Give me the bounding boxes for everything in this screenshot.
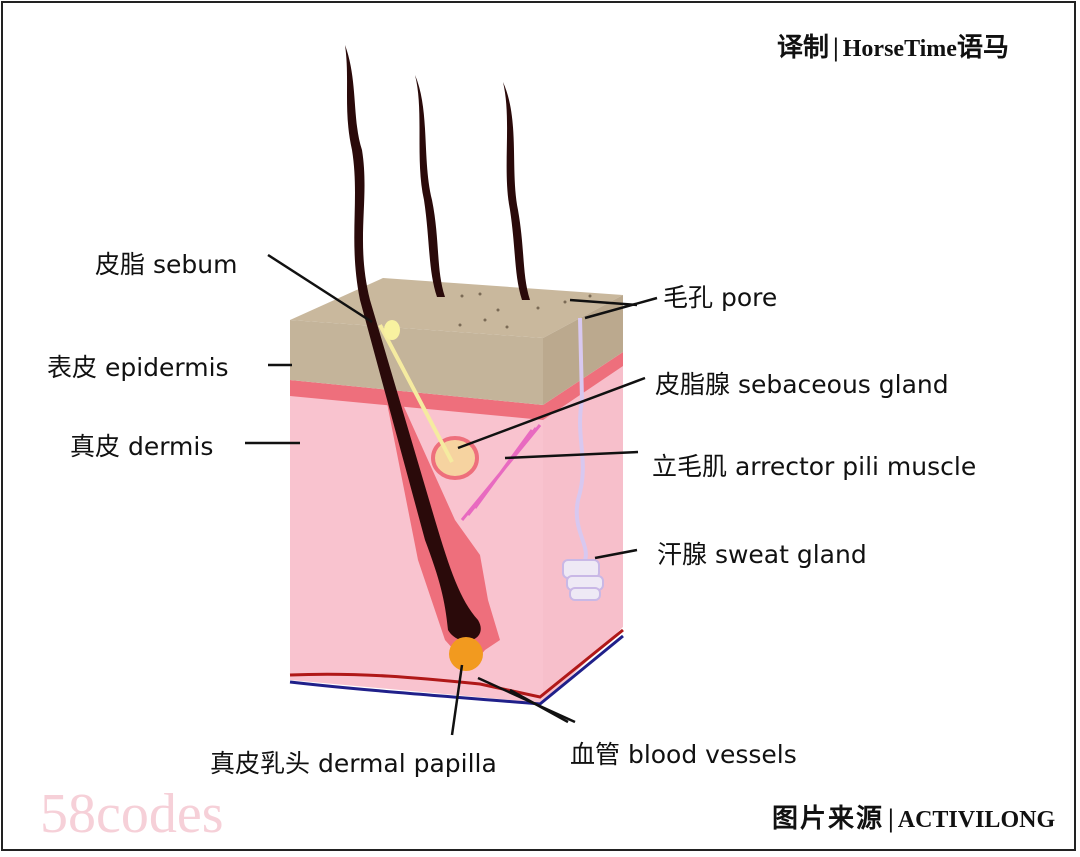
label-blood-vessels: 血管 blood vessels <box>570 740 797 769</box>
watermark: 58codes <box>40 783 224 845</box>
source-sep: | <box>888 804 894 833</box>
arrector-pili-muscle <box>460 424 542 521</box>
sweat-duct <box>574 317 588 561</box>
credit-sep: | <box>833 33 839 62</box>
label-dermal-papilla: 真皮乳头 dermal papilla <box>210 749 497 778</box>
source-credit: 图片来源|ACTIVILONG <box>772 798 1055 835</box>
epidermis-front <box>290 320 543 405</box>
label-arrector-pili: 立毛肌 arrector pili muscle <box>652 452 977 481</box>
label-epidermis: 表皮 epidermis <box>47 353 229 382</box>
basal-layer <box>290 380 543 420</box>
hair-main <box>345 45 481 641</box>
label-sweat-gland: 汗腺 sweat gland <box>657 540 867 569</box>
artery <box>289 628 624 699</box>
dermal-papilla <box>449 637 483 671</box>
credit-cn2: 语马 <box>956 33 1009 62</box>
dermis-side <box>543 365 623 703</box>
credit-cn: 译制 <box>777 33 830 62</box>
translation-credit: 译制|HorseTime语马 <box>777 27 1009 64</box>
sebum-duct <box>378 324 454 463</box>
vein <box>289 634 624 706</box>
label-sebaceous-gland: 皮脂腺 sebaceous gland <box>655 370 949 399</box>
hair-2 <box>415 75 445 297</box>
source-cn: 图片来源 <box>772 804 885 833</box>
pore-dots <box>458 292 592 329</box>
hair-3 <box>503 82 530 300</box>
credit-en: HorseTime <box>842 36 957 62</box>
epidermis-side <box>543 295 623 405</box>
label-dermis: 真皮 dermis <box>70 432 214 461</box>
sweat-gland <box>562 559 604 601</box>
label-sebum: 皮脂 sebum <box>95 250 238 279</box>
source-en: ACTIVILONG <box>897 807 1056 833</box>
sebum-drop <box>384 320 400 340</box>
label-pore: 毛孔 pore <box>663 283 778 312</box>
leader-lines <box>245 253 658 736</box>
